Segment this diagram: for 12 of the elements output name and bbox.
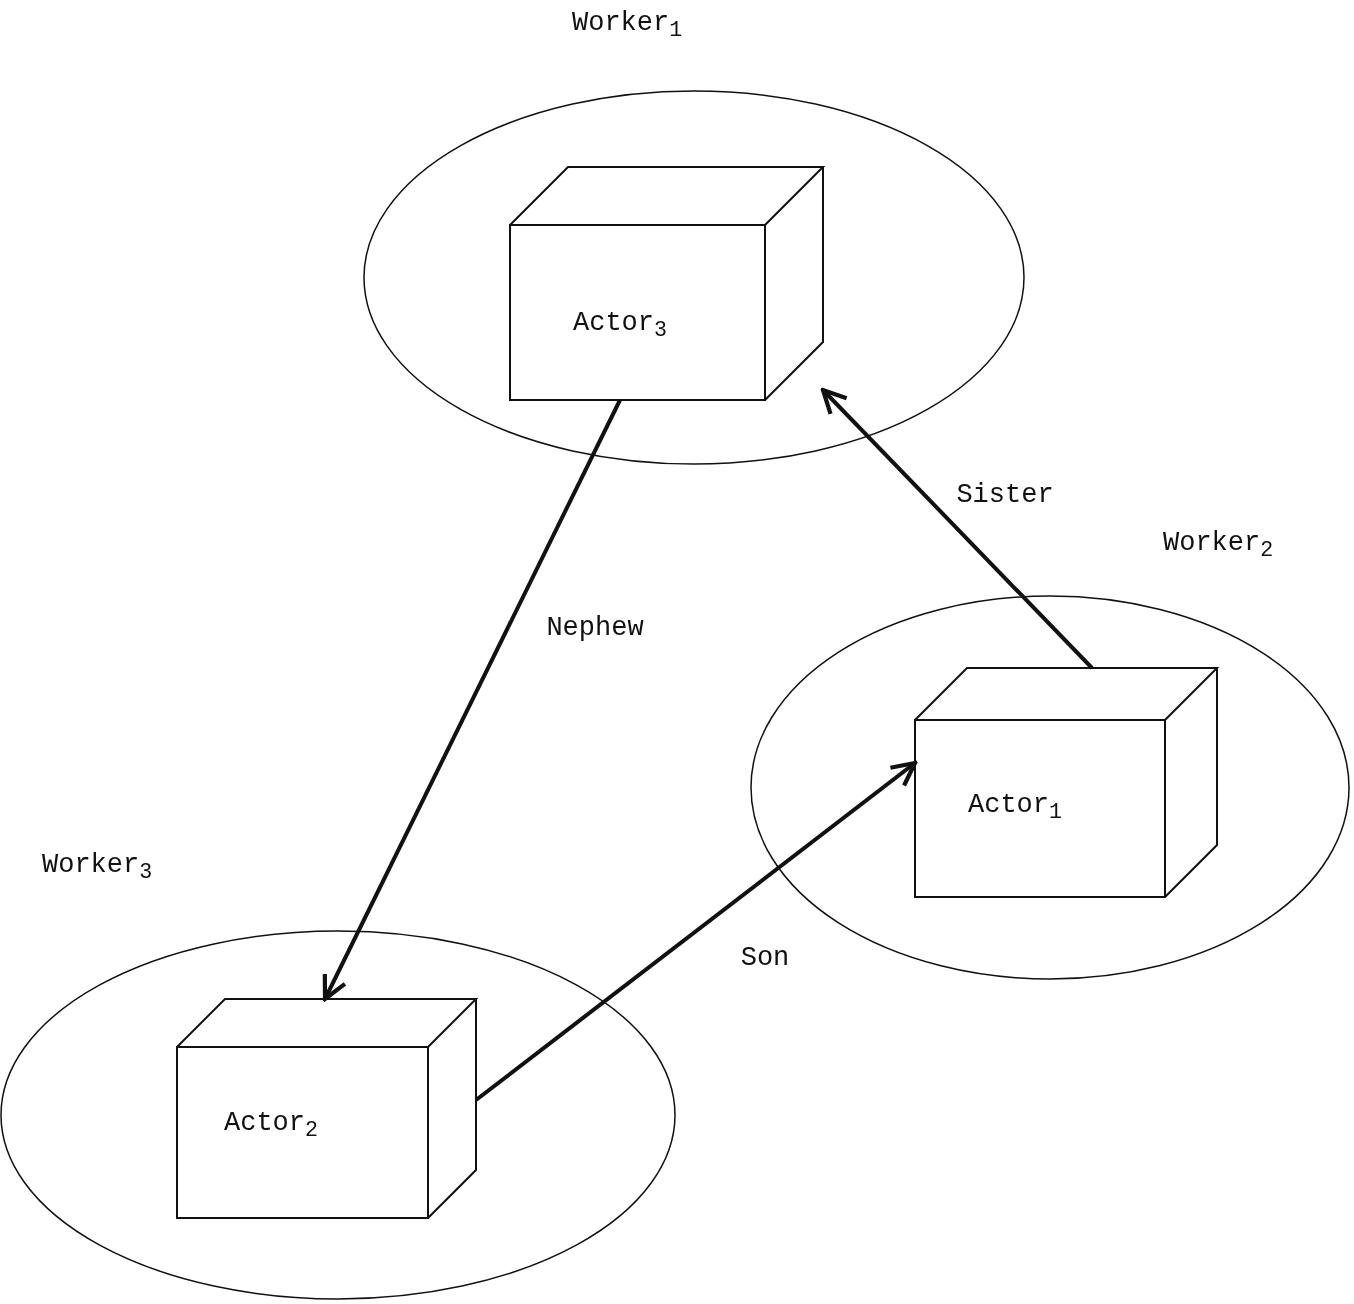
cube-box <box>177 999 476 1218</box>
cube-label: Actor$_{2}$ <box>224 1108 318 1143</box>
cube-box <box>510 167 823 400</box>
region-heading: Worker$_{2}$ <box>1163 528 1274 563</box>
arrow <box>474 760 918 1102</box>
region-heading: Worker$_{1}$ <box>572 8 683 43</box>
arrow <box>322 399 622 1002</box>
cube-label: Actor$_{3}$ <box>573 308 667 343</box>
cube-box <box>915 668 1217 897</box>
arrow <box>820 387 1094 670</box>
cube-label: Actor$_{1}$ <box>968 790 1062 825</box>
region-heading: Worker$_{3}$ <box>42 850 153 885</box>
